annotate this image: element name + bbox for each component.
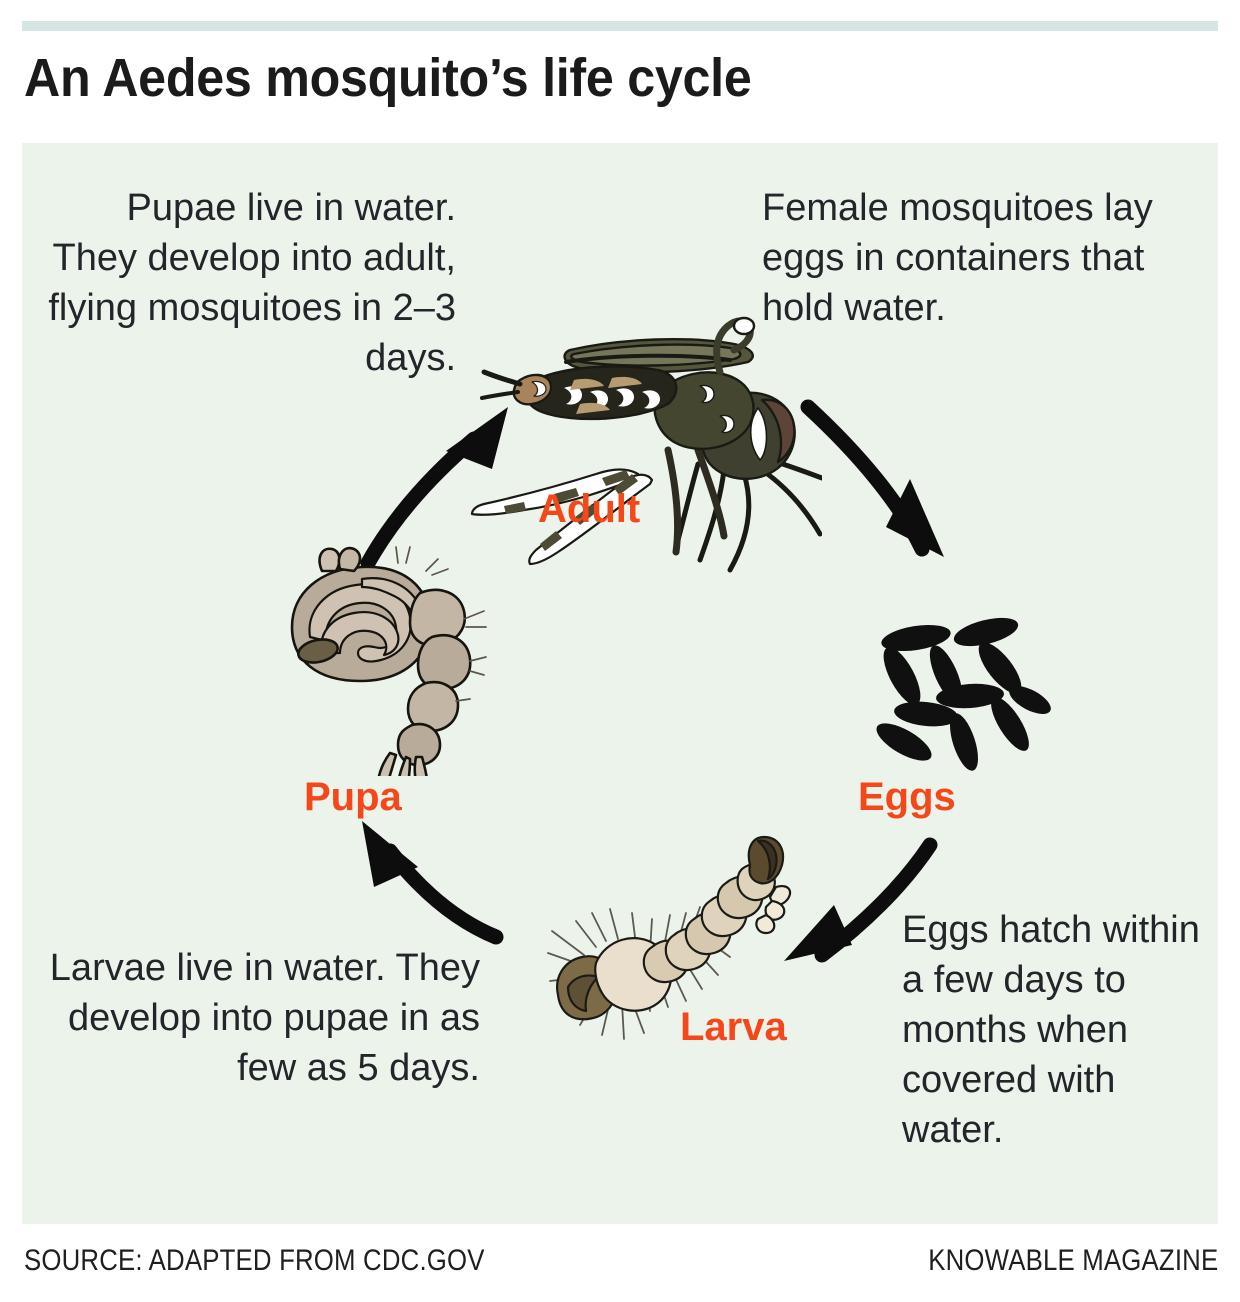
source-credit: SOURCE: ADAPTED FROM CDC.GOV — [24, 1244, 485, 1277]
arrow-adult-to-eggs — [800, 399, 944, 557]
caption-eggs-hatching: Eggs hatch within a few days to months w… — [902, 909, 1200, 1151]
larva-illustration — [540, 835, 795, 1070]
publisher-credit: KNOWABLE MAGAZINE — [927, 1244, 1218, 1277]
caption-larvae-stage: Larvae live in water. They develop into … — [49, 947, 480, 1089]
page-title: An Aedes mosquito’s life cycle — [24, 48, 752, 108]
stage-label-pupa: Pupa — [304, 775, 402, 819]
caption-pupa-stage: Pupae live in water. They develop into a… — [48, 187, 456, 379]
pupa-illustration — [270, 541, 505, 796]
top-divider-rule — [22, 21, 1218, 31]
stage-label-adult: Adult — [538, 487, 641, 531]
stage-label-eggs: Eggs — [858, 775, 956, 819]
arrow-larva-to-pupa — [362, 821, 504, 945]
lifecycle-diagram-panel: Pupae live in water. They develop into a… — [22, 143, 1218, 1224]
caption-eggs-laying: Female mosquitoes lay eggs in containers… — [762, 187, 1153, 329]
footer: SOURCE: ADAPTED FROM CDC.GOV KNOWABLE MA… — [0, 1244, 1240, 1292]
eggs-illustration — [858, 596, 1068, 786]
adult-mosquito-illustration — [462, 288, 825, 588]
stage-label-larva: Larva — [680, 1005, 787, 1049]
